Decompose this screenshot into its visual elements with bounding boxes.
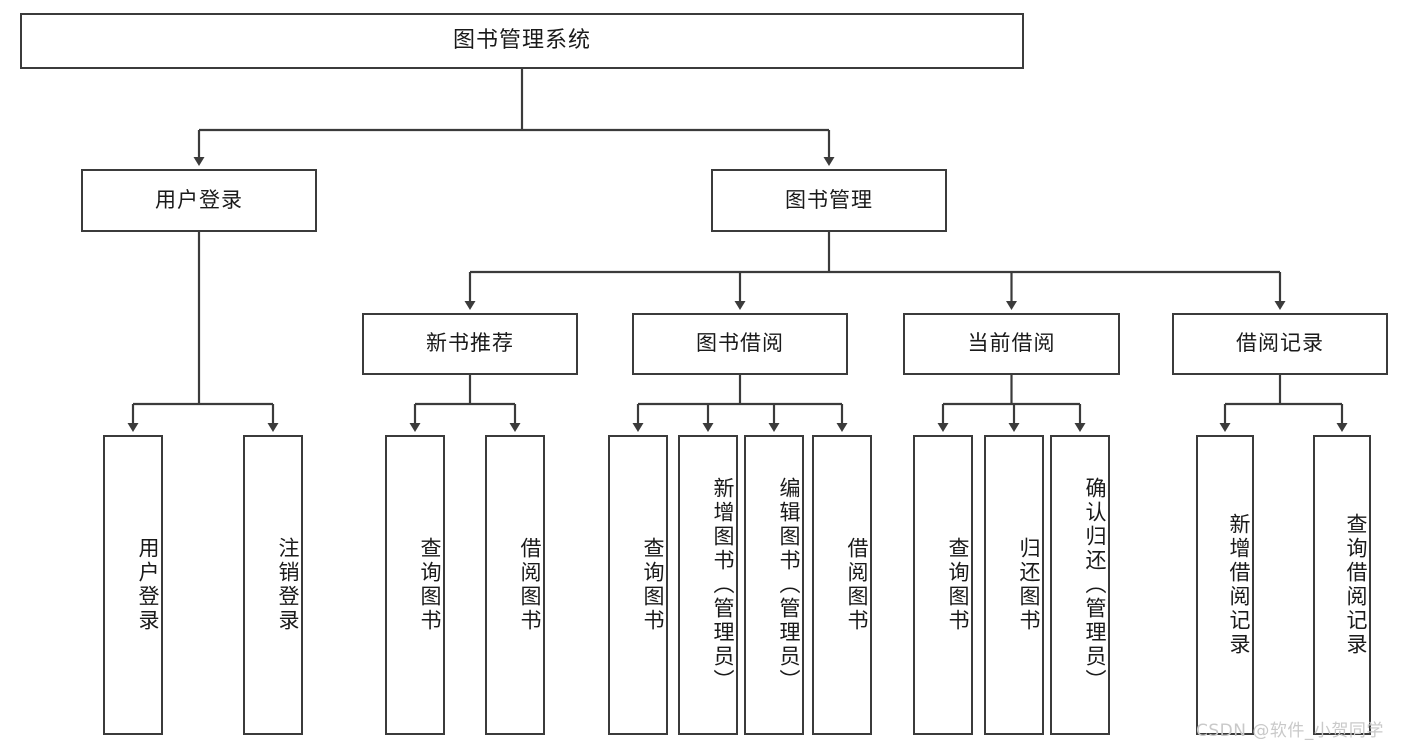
node-borrow-record: 借阅记录 (1172, 313, 1388, 375)
node-leaf-query-book-1: 查询图书 (385, 435, 445, 735)
node-book-manage: 图书管理 (711, 169, 947, 232)
node-leaf-query-record: 查询借阅记录 (1313, 435, 1371, 735)
node-leaf-borrow-book-1: 借阅图书 (485, 435, 545, 735)
node-current-borrow: 当前借阅 (903, 313, 1120, 375)
node-leaf-add-record: 新增借阅记录 (1196, 435, 1254, 735)
node-leaf-logout: 注销登录 (243, 435, 303, 735)
node-new-book-recommend: 新书推荐 (362, 313, 578, 375)
node-book-borrow: 图书借阅 (632, 313, 848, 375)
edge-paths (127, 69, 1348, 432)
node-leaf-query-book-2: 查询图书 (608, 435, 668, 735)
node-leaf-query-book-3: 查询图书 (913, 435, 973, 735)
node-leaf-user-login: 用户登录 (103, 435, 163, 735)
node-leaf-edit-book: 编辑图书（管理员） (744, 435, 804, 735)
node-leaf-return-book: 归还图书 (984, 435, 1044, 735)
csdn-watermark: CSDN @软件_小贺同学 (1196, 721, 1384, 741)
node-leaf-confirm-return: 确认归还（管理员） (1050, 435, 1110, 735)
node-root: 图书管理系统 (20, 13, 1024, 69)
node-user-login: 用户登录 (81, 169, 317, 232)
node-leaf-add-book: 新增图书（管理员） (678, 435, 738, 735)
node-leaf-borrow-book-2: 借阅图书 (812, 435, 872, 735)
